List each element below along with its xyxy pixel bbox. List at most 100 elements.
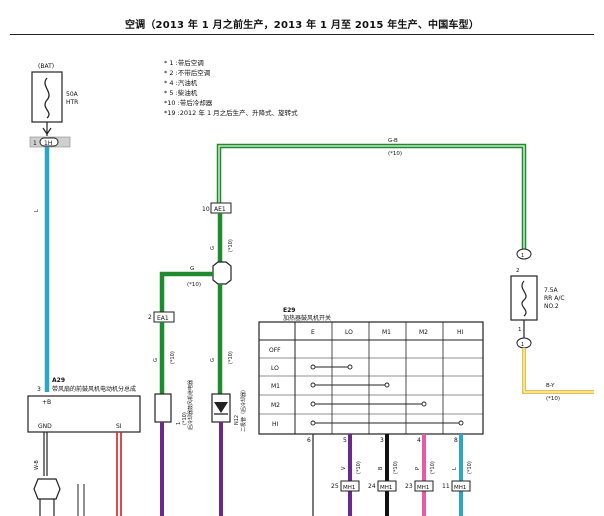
ground-junction	[33, 478, 61, 500]
wire-by	[522, 348, 594, 394]
ml-pin-11: 11	[442, 483, 450, 490]
ml-pin-23: 23	[405, 483, 413, 490]
ml-top-pin-2: 3	[380, 437, 384, 444]
wire-by-label: B-Y	[546, 383, 555, 389]
switch-row-m1: M1	[271, 383, 280, 390]
mh1-label-b: MH1	[380, 485, 392, 491]
ml-pin-24: 24	[368, 483, 376, 490]
switch-row-hi: HI	[272, 421, 279, 428]
title-rule	[10, 34, 594, 35]
fuse-acno2-element	[521, 280, 527, 317]
connector-top	[516, 248, 532, 260]
legend-notes: * 1 :带后空调 * 2 :不带后空调 * 4 :汽油机 * 5 :柴油机 *…	[164, 58, 298, 118]
ml-note-3: (*10)	[430, 461, 436, 474]
fuse-acno2-box	[510, 275, 538, 321]
wire-l-label: L	[34, 209, 40, 212]
diode-code: N12	[234, 415, 240, 425]
wire-by-stripe	[523, 348, 594, 393]
wire-ea-down-note: (*10)	[170, 351, 176, 364]
relay-note: (*10)	[182, 412, 188, 425]
switch-col-lo: LO	[345, 329, 353, 336]
switch-lower-wires	[348, 434, 463, 516]
switch-col-m2: M2	[419, 329, 428, 336]
wire-jd-note: (*10)	[228, 351, 234, 364]
connector-mh1-b	[377, 480, 397, 492]
ea1-label: EA1	[157, 315, 169, 322]
switch-name: 加热器鼓风机开关	[283, 314, 331, 322]
fuse-acno2-rating: 7.5A	[544, 287, 559, 294]
connector-mh1-d	[451, 480, 471, 492]
switch-col-m1: M1	[382, 329, 391, 336]
relay-label: 后冷却器鼓风机继电器	[187, 380, 194, 430]
wire-g-to-ea1	[159, 271, 213, 312]
bat-fuse-rating: 50A	[66, 91, 79, 98]
connector-1h	[39, 137, 59, 147]
switch-col-hi: HI	[457, 329, 464, 336]
switch-row-m2: M2	[271, 402, 280, 409]
ea1-pin: 2	[148, 314, 152, 321]
a29-name: 带风扇的前鼓风机电动机分总成	[52, 385, 136, 393]
ml-note-4: (*10)	[467, 461, 473, 474]
ml-top-pin-4: 8	[454, 437, 458, 444]
ml-top-pin-1: 5	[343, 437, 347, 444]
wire-gb-note: (*10)	[388, 151, 402, 157]
bat-fuse-label: HTR	[66, 99, 78, 106]
connector-bot-pin2: 1	[521, 342, 524, 348]
wire-by-note: (*10)	[546, 396, 560, 402]
ml-color-1: V	[341, 466, 347, 470]
note-5: * 5 :柴油机	[164, 89, 198, 97]
wire-gb-label: G-B	[388, 138, 398, 144]
bat-arrow	[42, 127, 52, 136]
a29-motor-box	[27, 395, 141, 433]
fuse-acno2-line2: NO.2	[544, 303, 559, 310]
ae1-pin: 10	[202, 206, 210, 213]
wire-ae-down-label: G	[210, 246, 216, 250]
a29-gnd: GND	[38, 423, 52, 430]
switch-code: E29	[283, 307, 295, 314]
diode-symbol	[214, 402, 228, 413]
ml-note-1: (*10)	[356, 461, 362, 474]
relay-pin: 1	[176, 422, 182, 425]
wire-gb	[216, 143, 527, 250]
ae1-label: AE1	[214, 206, 226, 213]
a29-pin3: 3	[37, 386, 41, 393]
connector-top-pin2: 2	[516, 268, 520, 274]
relay-box	[154, 393, 172, 423]
wire-ea-down-label: G	[153, 358, 159, 362]
ml-note-2: (*10)	[393, 461, 399, 474]
bat-fuse-element	[44, 77, 50, 119]
pin-6: 6	[307, 437, 311, 444]
wire-ae-down-note: (*10)	[228, 239, 234, 252]
connector-top-pin: 1	[521, 253, 524, 259]
a29-si: SI	[116, 423, 122, 430]
connector-1h-label: 1H	[44, 140, 52, 147]
switch-row-lo: LO	[271, 365, 279, 372]
ml-color-2: B	[378, 466, 384, 470]
switch-col-e: E	[311, 329, 315, 336]
mh1-label-a: MH1	[343, 485, 355, 491]
fuse-acno2-line1: RR A/C	[544, 295, 565, 302]
connector-bot-pin: 1	[518, 327, 522, 333]
a29-code: A29	[52, 377, 65, 384]
ml-top-pin-3: 4	[417, 437, 421, 444]
switch-table	[258, 321, 484, 435]
connector-1h-pin: 1	[33, 140, 37, 147]
a29-pin-b: +B	[42, 399, 51, 406]
bat-label: (BAT)	[38, 63, 54, 70]
wire-jd-label: G	[210, 358, 216, 362]
connector-mh1-c	[414, 480, 434, 492]
ml-color-4: L	[452, 467, 458, 470]
bat-fuse-box	[31, 71, 63, 123]
wire-g-note: (*10)	[187, 282, 201, 288]
ml-color-3: P	[415, 467, 421, 470]
connector-mh1-a	[340, 480, 360, 492]
note-1: * 1 :带后空调	[164, 59, 204, 67]
switch-row-off: OFF	[269, 347, 281, 354]
mh1-label-c: MH1	[417, 485, 429, 491]
ml-pin-25: 25	[331, 483, 339, 490]
note-4: * 4 :汽油机	[164, 79, 198, 87]
wire-gnd-label: W-B	[34, 460, 40, 470]
mh1-label-d: MH1	[454, 485, 466, 491]
note-19: *19 :2012 年 1 月之后生产、升降式、旋转式	[164, 109, 298, 117]
